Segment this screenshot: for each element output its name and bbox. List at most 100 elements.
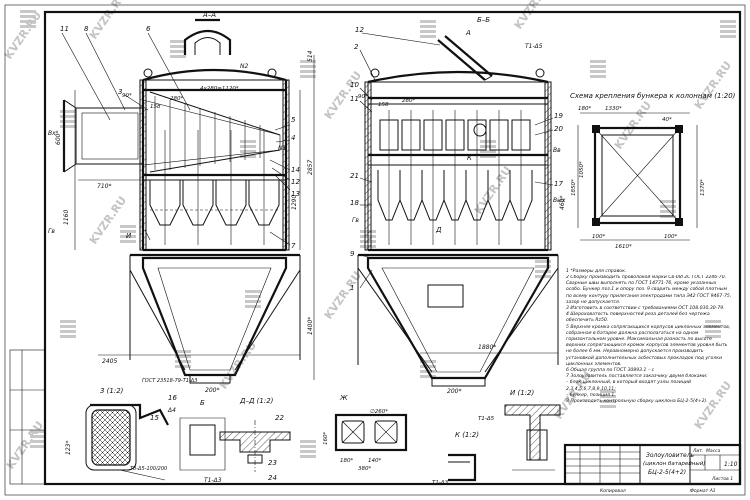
detail-i-title: И (1:2) bbox=[510, 389, 534, 397]
view-aa: А–А bbox=[48, 11, 315, 394]
note-7a: – блок циклонный, в который входят узлы … bbox=[566, 380, 691, 392]
weld-200: Т8-Δ5-100/200 bbox=[130, 466, 167, 472]
title-scale: 1:10 bbox=[724, 461, 738, 468]
detail-k-title: К (1:2) bbox=[455, 431, 479, 439]
dim-100b: 100* bbox=[664, 234, 677, 240]
watermark-text: KVZR.RU bbox=[692, 59, 734, 112]
pos-2: 2 bbox=[354, 43, 359, 51]
dim-160: 160* bbox=[323, 432, 329, 445]
pos-22: 22 bbox=[275, 414, 284, 422]
dim-1050: 1050* bbox=[579, 161, 585, 178]
section-k-mark: К bbox=[467, 154, 473, 162]
pos-8: 8 bbox=[84, 25, 89, 33]
pos-17: 17 bbox=[554, 180, 563, 188]
technical-notes: 1 *Размеры для справок. 2 Сборку произво… bbox=[566, 268, 732, 405]
dim-180: 180* bbox=[578, 106, 591, 112]
dim-158: 158 bbox=[150, 104, 161, 110]
dim-40: 40* bbox=[662, 117, 672, 123]
detail-zh-title: Ж bbox=[339, 394, 348, 402]
weld-top: Т1-Δ5 bbox=[525, 43, 543, 50]
title-block: Золоуловитель (циклон батарейный) БЦ-2-5… bbox=[563, 443, 742, 494]
dim-1610b: 1610* bbox=[615, 244, 632, 250]
dim-200-right: 200* bbox=[447, 388, 461, 395]
watermark-text: KVZR.RU bbox=[472, 164, 514, 217]
detail-i: И (1:2) bbox=[504, 389, 561, 471]
pos-5: 5 bbox=[291, 116, 296, 124]
label-gv: Гв bbox=[48, 228, 55, 235]
dim-1400: 1400* bbox=[307, 317, 314, 335]
dim-4x280: 4x280=1120* bbox=[200, 86, 239, 92]
title-mass: Масса bbox=[706, 448, 721, 454]
label-inlet: Вх bbox=[48, 130, 56, 137]
dim-180-b: 180* bbox=[340, 458, 353, 464]
pos-9: 9 bbox=[350, 250, 355, 258]
pos-24: 24 bbox=[268, 474, 277, 482]
title-name-line1: Золоуловитель bbox=[646, 452, 695, 459]
dim-2857: 2857 bbox=[307, 160, 314, 175]
pos-14: 14 bbox=[291, 166, 300, 174]
note-6: 6 Общая группа по ГОСТ 30893.1 – с bbox=[566, 368, 655, 374]
section-a-mark: А bbox=[465, 29, 471, 37]
note-8: 8 Производить контрольную сборку циклона… bbox=[566, 399, 708, 405]
dim-90-b: 90* bbox=[358, 94, 368, 100]
watermark-text: KVZR.RU bbox=[87, 0, 129, 42]
section-aa-label: А–А bbox=[202, 11, 216, 19]
detail-zh: Ж ∅260* 180* 140* 380* 160* bbox=[323, 394, 408, 472]
detail-dd-title: Д–Д (1:2) bbox=[239, 397, 274, 405]
pos-16: 16 bbox=[168, 394, 177, 402]
section-i-mark: И bbox=[126, 232, 132, 240]
pos-23: 23 bbox=[268, 459, 277, 467]
dim-514: 514 bbox=[307, 50, 314, 62]
pos-20: 20 bbox=[554, 125, 563, 133]
detail-3-title: 3 (1:2) bbox=[100, 387, 124, 395]
dim-1850: 1850* bbox=[571, 179, 577, 196]
pos-21: 21 bbox=[350, 172, 359, 180]
weld-k: Т1-Δ3 bbox=[432, 480, 449, 486]
dim-158-b: 158 bbox=[378, 102, 389, 108]
dim-140: 140* bbox=[368, 458, 381, 464]
pos-15: 15 bbox=[150, 414, 159, 422]
pos-13: 13 bbox=[291, 190, 300, 198]
view-bb: Б–Б bbox=[350, 16, 566, 395]
dim-1330: 1330* bbox=[605, 106, 622, 112]
pos-4: 4 bbox=[291, 134, 295, 142]
pos-1: 1 bbox=[350, 284, 354, 292]
pos-12: 12 bbox=[291, 178, 300, 186]
dim-280a: 280* bbox=[170, 96, 183, 102]
sheet-frame bbox=[4, 4, 746, 496]
note-7: 7 Золоуловитель поставляется заказчику д… bbox=[566, 374, 708, 380]
title-format: Формат А1 bbox=[690, 488, 716, 494]
weld-3: Т1-Δ3 bbox=[204, 477, 222, 484]
bunker-scheme: Схема крепления бункера к колоннам (1:20… bbox=[570, 92, 736, 250]
detail-b-title: Б bbox=[200, 399, 205, 407]
dim-200-left: 200* bbox=[205, 387, 219, 394]
label-gv-b: Гв bbox=[352, 217, 359, 224]
bunker-scheme-title: Схема крепления бункера к колоннам (1:20… bbox=[570, 92, 736, 100]
dim-380: 380* bbox=[358, 466, 371, 472]
pos-12-b: 12 bbox=[355, 26, 364, 34]
note-1: 1 *Размеры для справок. bbox=[566, 268, 626, 274]
detail-3: 3 (1:2) ГОСТ 23518-79-Т1-Δ3 Т8-Δ5-100/20… bbox=[65, 378, 197, 481]
pos-18: 18 bbox=[350, 199, 359, 207]
pos-3: 3 bbox=[118, 88, 122, 96]
dim-460: 460* bbox=[559, 196, 566, 210]
dim-1370: 1370* bbox=[700, 179, 706, 196]
pos-10: 10 bbox=[350, 81, 359, 89]
detail-dd: Д–Д (1:2) 23 24 22 bbox=[219, 397, 291, 482]
note-2: 2 Сборку производить проволокой марки Св… bbox=[566, 275, 732, 305]
section-d-mark: Д bbox=[435, 226, 442, 234]
dim-710: 710* bbox=[97, 183, 111, 190]
title-name-line2: (циклон батарейный) bbox=[643, 461, 705, 467]
weld-4: Δ4 bbox=[167, 407, 176, 414]
weld-i: Т1-Δ5 bbox=[478, 416, 495, 422]
title-stage: Лит. bbox=[692, 448, 703, 454]
dim-600: 600* bbox=[55, 131, 62, 145]
dim-1290: 1290 bbox=[291, 195, 298, 210]
pos-11-b: 11 bbox=[350, 95, 359, 103]
dim-2405: 2405 bbox=[102, 358, 117, 365]
dim-100a: 100* bbox=[592, 234, 605, 240]
dim-123: 123* bbox=[65, 441, 72, 455]
note-4: 4 Шероховатость поверхностей реза детале… bbox=[566, 312, 710, 324]
title-name-line3: БЦ-2-5(4+2) bbox=[648, 469, 686, 476]
